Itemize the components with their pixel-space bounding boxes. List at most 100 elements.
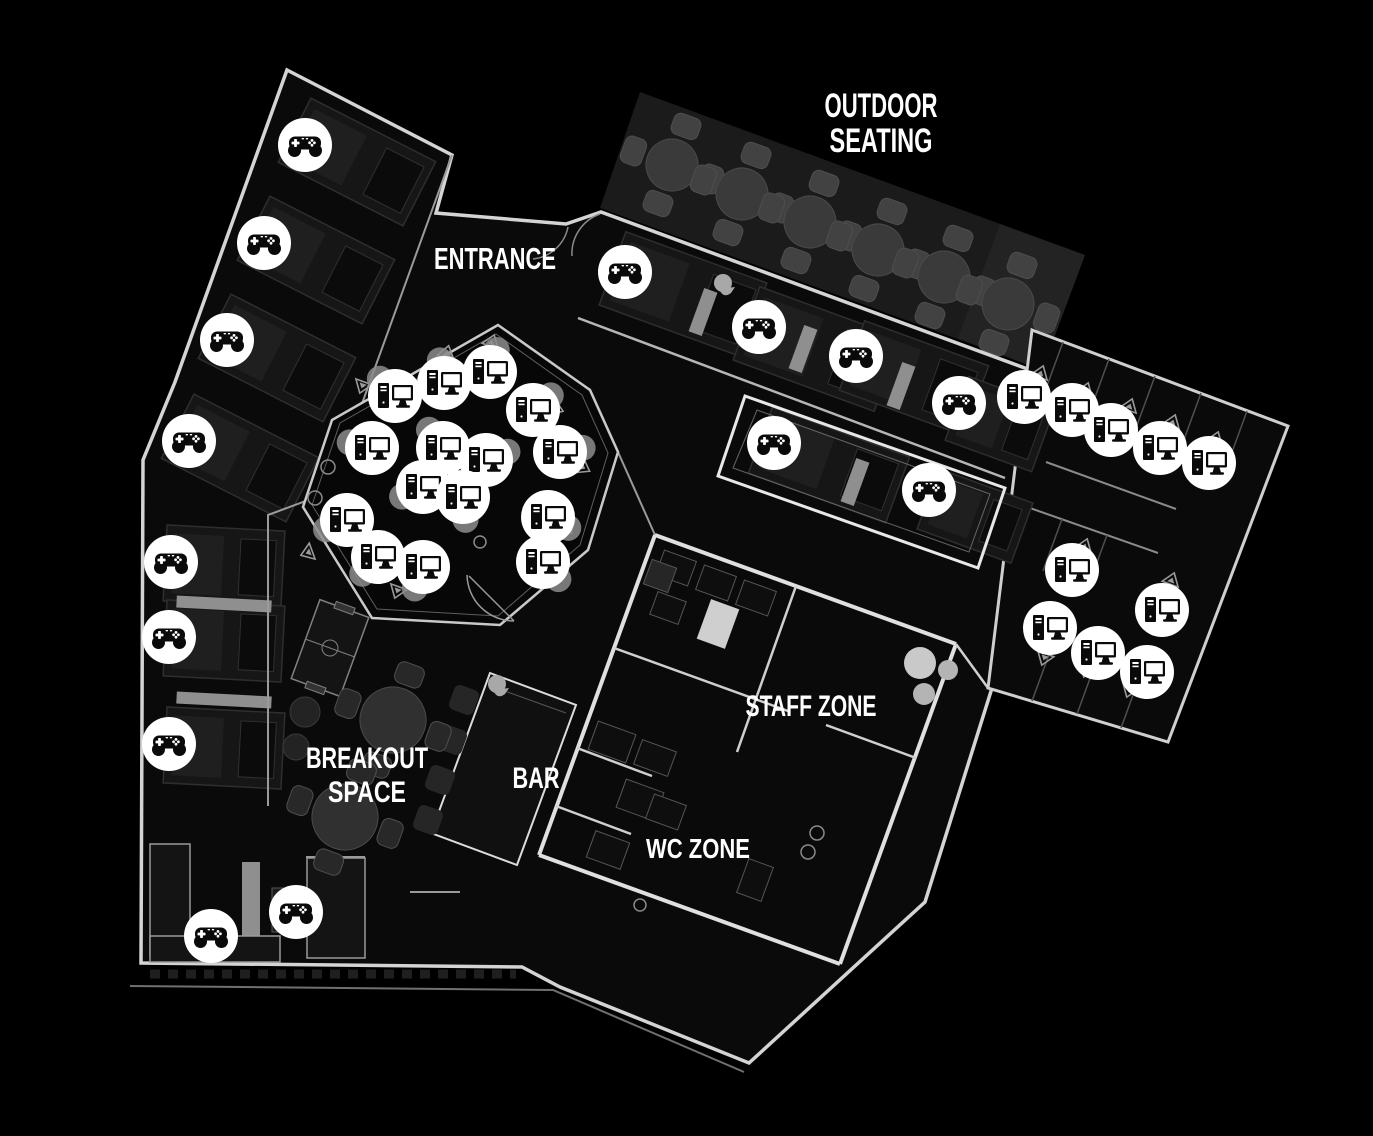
console-station-gamepad-icon[interactable] [200, 313, 254, 367]
booth-connector [840, 457, 870, 507]
console-station-gamepad-icon[interactable] [732, 300, 786, 354]
chair [619, 135, 648, 167]
console-station-gamepad-icon[interactable] [278, 118, 332, 172]
breakout-table [334, 661, 452, 779]
outdoor-seating-label-line2: SEATING [830, 122, 933, 160]
fixture-circle [473, 535, 487, 549]
kitchen-appliance [649, 590, 687, 626]
pc-station-icon[interactable] [396, 540, 450, 594]
kitchen-appliance [632, 738, 678, 778]
kitchen-appliance [735, 857, 775, 903]
chair [955, 274, 984, 306]
lounge-chair [289, 696, 321, 728]
pc-station-icon[interactable] [417, 356, 471, 410]
pc-arena-inner-line [311, 333, 609, 617]
staff-zone-walls [537, 533, 958, 966]
kitchen-appliance [694, 564, 738, 602]
pc-station-icon[interactable] [1182, 436, 1236, 490]
chair [642, 189, 674, 218]
pc-station-icon[interactable] [1084, 403, 1138, 457]
console-station-gamepad-icon[interactable] [142, 610, 196, 664]
console-booth [162, 706, 286, 790]
pc-station-icon[interactable] [1135, 583, 1189, 637]
chair [424, 720, 452, 752]
console-station-gamepad-icon[interactable] [144, 535, 198, 589]
chair [848, 274, 880, 303]
chair [345, 758, 377, 786]
chair [286, 785, 314, 817]
kitchen-appliance [587, 720, 637, 764]
chair [825, 220, 854, 252]
pc-station-icon[interactable] [1133, 421, 1187, 475]
pc-station-icon[interactable] [1120, 645, 1174, 699]
booth-connector [788, 324, 818, 374]
kitchen-appliance [585, 830, 631, 870]
console-station-gamepad-icon[interactable] [237, 216, 291, 270]
pc-station-icon[interactable] [351, 530, 405, 584]
pc-station-icon[interactable] [1023, 601, 1077, 655]
bar-counter-inner-line [501, 689, 567, 714]
breakout-table [286, 758, 404, 876]
pc-station-icon[interactable] [345, 421, 399, 475]
bar-stool [425, 765, 455, 795]
chair [914, 301, 946, 330]
chair [376, 817, 404, 849]
kitchen-appliance [734, 579, 778, 617]
booth-connector [176, 595, 272, 613]
pc-station-icon[interactable] [516, 535, 570, 589]
pc-station-icon[interactable] [997, 370, 1051, 424]
chair [334, 688, 362, 720]
booth-connector [688, 287, 718, 337]
staff-table [913, 683, 935, 705]
outdoor-table [619, 112, 725, 218]
pc-station-icon[interactable] [463, 345, 517, 399]
pc-station-icon[interactable] [1071, 626, 1125, 680]
bar-stool [413, 805, 443, 835]
fixture-circle [307, 490, 323, 506]
chair [1006, 251, 1038, 280]
console-station-gamepad-icon[interactable] [829, 329, 883, 383]
breakout-tables-group [286, 661, 452, 876]
chair [712, 218, 744, 247]
booth-connectors-group [176, 287, 916, 958]
outdoor-table [955, 251, 1061, 357]
console-room-inner-line [732, 409, 991, 553]
pc-station-icon[interactable] [436, 470, 490, 524]
console-station-gamepad-icon[interactable] [598, 245, 652, 299]
breakout-space-label-line1: BREAKOUT [306, 742, 428, 775]
console-room-outline [716, 394, 1007, 570]
foosball-table [290, 598, 370, 698]
fixture-circle [809, 825, 825, 841]
chair [740, 141, 772, 170]
staff-table [904, 647, 936, 679]
outdoor-table [891, 224, 997, 330]
console-station-gamepad-icon[interactable] [747, 416, 801, 470]
console-station-gamepad-icon[interactable] [162, 414, 216, 468]
console-station-gamepad-icon[interactable] [932, 376, 986, 430]
chair [313, 848, 345, 876]
lounge-chair [282, 733, 310, 761]
wc-zone-label: WC ZONE [646, 833, 750, 864]
console-station-gamepad-icon[interactable] [902, 463, 956, 517]
kitchen-counter-unit [696, 599, 740, 649]
staff-zone-inner-walls [555, 585, 990, 836]
table-top [359, 686, 427, 754]
outdoor-tables-group [619, 112, 1061, 357]
staff-zone-label: STAFF ZONE [746, 690, 877, 723]
pc-station-icon[interactable] [533, 425, 587, 479]
console-station-gamepad-icon[interactable] [142, 717, 196, 771]
pc-station-icon[interactable] [368, 369, 422, 423]
zone-labels: OUTDOOR SEATING ENTRANCE STAFF ZONE BREA… [306, 87, 938, 864]
outdoor-seating-label-line1: OUTDOOR [825, 87, 938, 125]
pc-station-icon[interactable] [1045, 543, 1099, 597]
chair [757, 192, 786, 224]
console-station-gamepad-icon[interactable] [269, 885, 323, 939]
chair [808, 169, 840, 198]
booth-connector [886, 361, 916, 411]
console-station-gamepad-icon[interactable] [184, 909, 238, 963]
chair [670, 112, 702, 141]
fixture-circle [320, 459, 336, 475]
fixture-circle [800, 844, 816, 860]
